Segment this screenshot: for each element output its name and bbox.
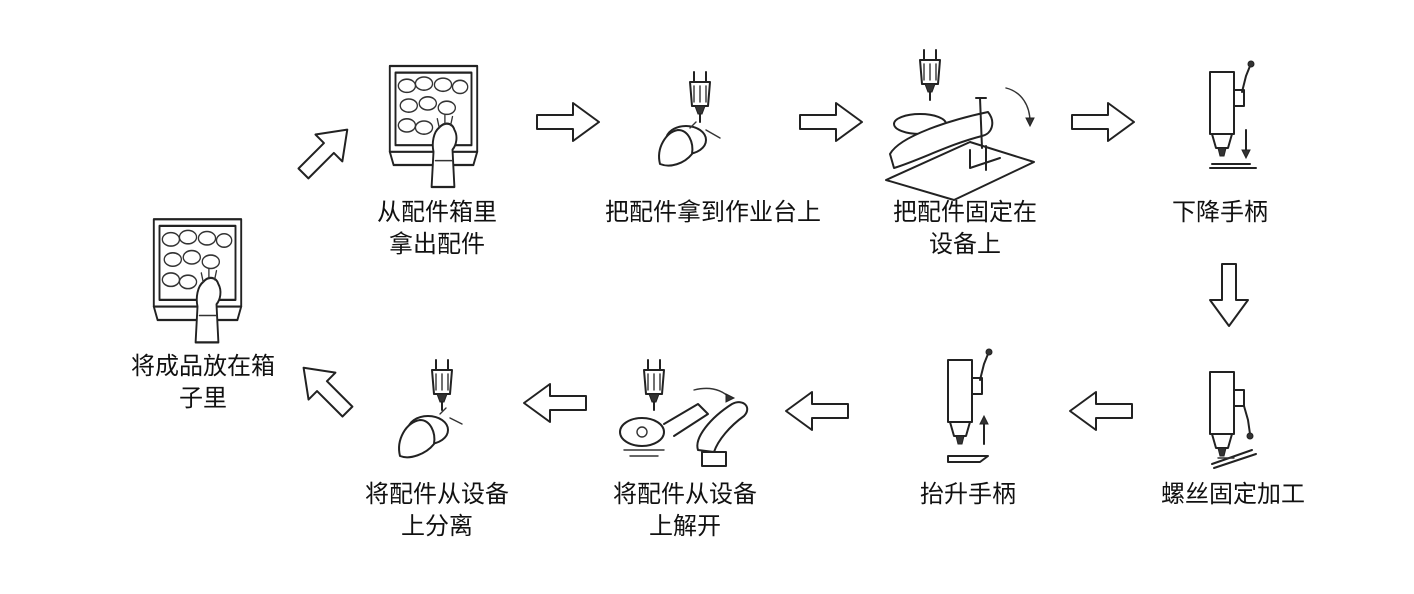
box-icon <box>388 64 479 189</box>
step-caption-fix: 把配件固定在 设备上 <box>893 198 1037 258</box>
drill-icon <box>885 49 1035 201</box>
arrow-step2-to-step3 <box>799 102 863 142</box>
step-caption-release: 将配件从设备 上解开 <box>613 480 757 540</box>
step-caption-box: 将成品放在箱 子里 <box>131 352 275 412</box>
step-caption-to-bench: 把配件拿到作业台上 <box>605 198 821 226</box>
drill-icon <box>658 71 721 167</box>
step-caption-separate: 将配件从设备 上分离 <box>365 480 509 540</box>
drill-icon <box>1209 371 1257 469</box>
arrow-step1-to-step2 <box>536 102 600 142</box>
box-icon <box>152 218 243 344</box>
drill-icon <box>947 348 993 463</box>
step-caption-raise: 抬升手柄 <box>920 480 1016 508</box>
drill-icon <box>1209 60 1257 169</box>
arrow-step4-to-step5 <box>1209 263 1249 327</box>
arrow-box-to-step1 <box>289 115 362 188</box>
step-caption-screw: 螺丝固定加工 <box>1161 480 1305 508</box>
step-caption-take-out: 从配件箱里 拿出配件 <box>377 198 497 258</box>
arrow-step5-to-step6 <box>1069 391 1133 431</box>
step-caption-lower: 下降手柄 <box>1172 198 1268 226</box>
arrow-step7-to-step8 <box>523 383 587 423</box>
arrow-step3-to-step4 <box>1071 102 1135 142</box>
arrow-step6-to-step7 <box>785 391 849 431</box>
drill-icon <box>619 359 749 467</box>
drill-icon <box>398 359 463 459</box>
arrow-step8-to-box <box>289 353 362 426</box>
